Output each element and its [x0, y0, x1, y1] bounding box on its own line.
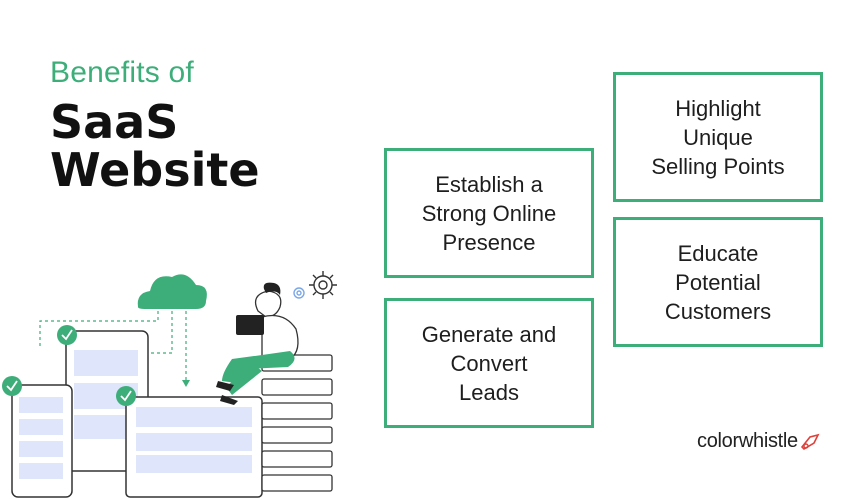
whistle-icon [800, 433, 820, 450]
gear-icon [309, 271, 337, 299]
gear-icon [293, 287, 305, 299]
person-illustration [216, 282, 299, 405]
benefit-card-label: Generate and Convert Leads [421, 321, 557, 405]
heading-title-line1: SaaS [50, 95, 179, 149]
brand-name: colorwhistle [697, 430, 798, 452]
laptop-icon [125, 396, 263, 498]
checkmark-icon [57, 325, 77, 345]
checkmark-icon [2, 376, 22, 396]
heading-title-line2: Website [50, 143, 260, 197]
benefit-card-presence: Establish a Strong Online Presence [384, 148, 594, 278]
saas-illustration [2, 271, 337, 498]
brand-logo: colorwhistle [697, 430, 820, 453]
checkmark-icon [116, 386, 136, 406]
benefit-card-educate: Educate Potential Customers [613, 217, 823, 347]
benefit-card-selling-points: Highlight Unique Selling Points [613, 72, 823, 202]
benefit-card-label: Establish a Strong Online Presence [421, 171, 557, 255]
phone-icon [11, 384, 73, 498]
cloud-icon [137, 274, 207, 309]
heading-subtitle: Benefits of [50, 56, 194, 89]
benefit-card-leads: Generate and Convert Leads [384, 298, 594, 428]
server-stack-icon [261, 354, 333, 492]
benefit-card-label: Highlight Unique Selling Points [651, 95, 785, 179]
benefit-card-label: Educate Potential Customers [664, 240, 772, 324]
